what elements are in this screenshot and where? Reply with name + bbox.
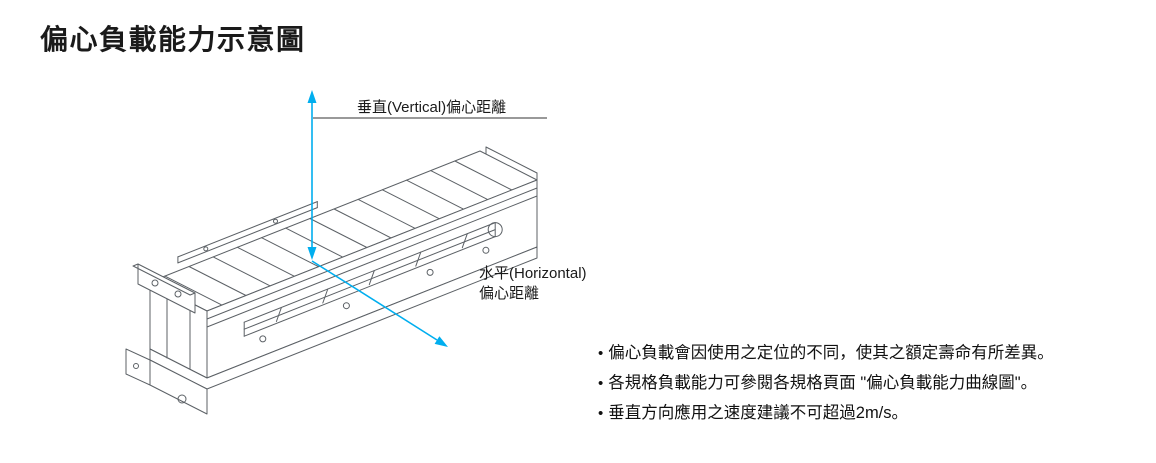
note-text: 偏心負載會因使用之定位的不同，使其之額定壽命有所差異。 [608, 344, 1054, 362]
vertical-arrow-down-head-icon [307, 247, 317, 260]
notes-list: •偏心負載會因使用之定位的不同，使其之額定壽命有所差異。 •各規格負載能力可參閱… [598, 338, 1054, 428]
page-title: 偏心負載能力示意圖 [40, 24, 306, 55]
note-text: 各規格負載能力可參閱各規格頁面 "偏心負載能力曲線圖"。 [608, 374, 1038, 392]
note-item: •偏心負載會因使用之定位的不同，使其之額定壽命有所差異。 [598, 338, 1054, 368]
top-slats [164, 160, 513, 306]
note-item: •垂直方向應用之速度建議不可超過2m/s。 [598, 398, 1054, 428]
horizontal-offset-label-line1: 水平(Horizontal) [479, 265, 587, 282]
horizontal-arrow-head-icon [434, 336, 448, 347]
note-item: •各規格負載能力可參閱各規格頁面 "偏心負載能力曲線圖"。 [598, 368, 1054, 398]
horizontal-offset-label: 水平(Horizontal) 偏心距離 [479, 264, 587, 304]
ballscrew-slot [243, 222, 503, 337]
stage-body [125, 146, 538, 415]
horizontal-arrow-line [311, 260, 438, 341]
vertical-offset-label: 垂直(Vertical)偏心距離 [357, 99, 507, 116]
note-text: 垂直方向應用之速度建議不可超過2m/s。 [608, 404, 909, 422]
bullet-icon: • [598, 375, 604, 392]
bullet-icon: • [598, 405, 604, 422]
left-end-plate [132, 263, 196, 314]
bullet-icon: • [598, 345, 604, 362]
horizontal-offset-label-line2: 偏心距離 [479, 285, 540, 302]
horizontal-offset-arrow [311, 260, 448, 347]
vertical-arrow-up-head-icon [307, 90, 317, 103]
vertical-offset-arrow [307, 90, 317, 260]
